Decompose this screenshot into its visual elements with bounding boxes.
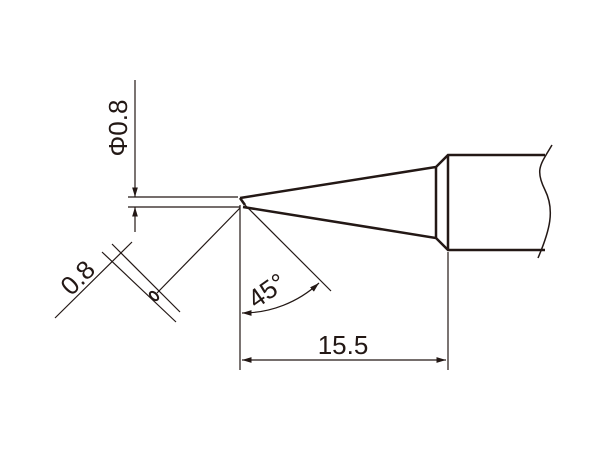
length-dimension (239, 205, 449, 370)
length-label: 15.5 (318, 330, 369, 360)
break-line (537, 144, 553, 259)
width-label: 0.8 (54, 254, 101, 301)
diameter-dimension (128, 80, 240, 232)
angle-label: 45° (242, 267, 291, 314)
tip-outline (238, 153, 545, 252)
angle-dimension (241, 201, 332, 316)
diameter-label: Φ0.8 (103, 100, 133, 157)
width-dimension (54, 207, 241, 323)
